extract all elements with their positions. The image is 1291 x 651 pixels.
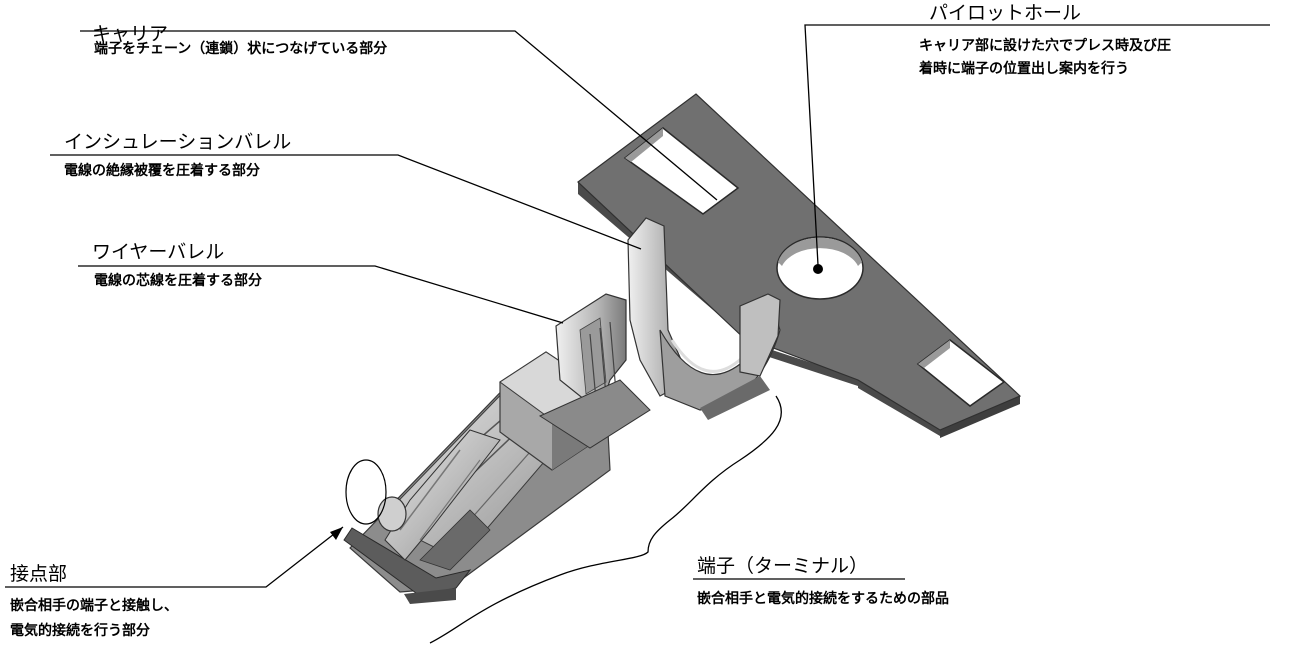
leader-lines — [5, 24, 1270, 588]
leader-wire-barrel — [78, 265, 564, 324]
contact-desc-line2: 電気的接続を行う部分 — [10, 623, 150, 639]
carrier-hole-lower — [916, 339, 1006, 407]
leader-carrier — [80, 30, 718, 201]
pilot-hole-title: パイロットホール — [929, 2, 1082, 24]
carrier-title: キャリア — [92, 23, 169, 45]
wire-barrel-title: ワイヤーバレル — [92, 241, 225, 263]
leader-pilot-hole — [804, 24, 1270, 266]
leader-contact — [5, 526, 344, 588]
wire-barrel-desc: 電線の芯線を圧着する部分 — [94, 273, 262, 289]
leader-insulation-barrel — [50, 154, 642, 250]
terminal-desc: 嵌合相手と電気的接続をするための部品 — [697, 591, 949, 607]
pilot-hole-marker — [813, 264, 823, 274]
terminal-brace — [429, 395, 782, 644]
contact-spring — [384, 429, 501, 561]
contact-title: 接点部 — [10, 563, 68, 585]
insulation-barrel — [627, 217, 781, 420]
contact-arrowhead — [330, 527, 343, 540]
wire-barrel — [538, 293, 651, 449]
callout-carrier: キャリア — [92, 4, 168, 64]
insulation-barrel-title: インシュレーションバレル — [64, 131, 292, 153]
carrier-strip — [577, 93, 1022, 438]
terminal-title: 端子（ターミナル） — [697, 555, 869, 577]
contact-desc-line1: 嵌合相手の端子と接触し、 — [10, 598, 178, 614]
pilot-hole-desc-line2: 着時に端子の位置出し案内を行う — [919, 61, 1129, 77]
pilot-hole-desc-line1: キャリア部に設けた穴でプレス時及び圧 — [919, 38, 1171, 54]
contact-ring — [345, 459, 387, 525]
carrier-desc: 端子をチェーン（連鎖）状につなげている部分 — [94, 41, 388, 57]
insulation-barrel-desc: 電線の絶縁被覆を圧着する部分 — [64, 163, 260, 179]
